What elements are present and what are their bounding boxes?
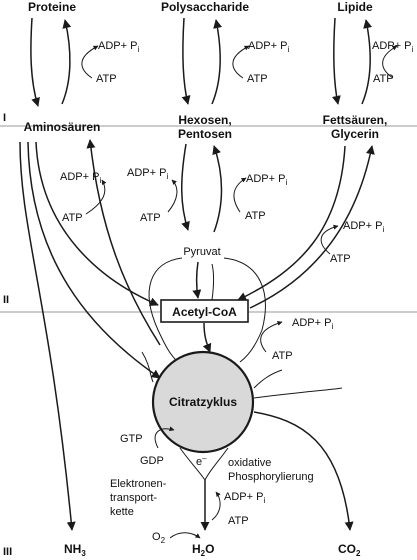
- amino-acids-to-citric-cycle-arrow: [27, 141, 161, 379]
- atp-label-amino-acids: ATP: [62, 212, 83, 224]
- cycle-to-co2-arrow: [253, 411, 354, 531]
- electron-right-curve: [204, 447, 229, 481]
- atp-label-acetyl-coa: ATP: [272, 350, 293, 362]
- hexoses-to-pyruvate-arrow: [181, 143, 190, 231]
- atp-label-proteins: ATP: [96, 73, 117, 85]
- pyruvate-to-cycle-right-arc: [223, 257, 266, 363]
- atp-loop-hexoses-down: [167, 179, 178, 213]
- amino-acids-label: Aminosäuren: [24, 120, 101, 134]
- pyruvate-to-cycle-left-arc: [148, 257, 183, 363]
- acetyl-coa-to-pyruvate-arrow: [211, 263, 214, 301]
- fatty-acids-label-line2: Glycerin: [331, 127, 379, 141]
- co2-label: CO2: [338, 542, 361, 558]
- oxphos-label-line1: oxidative: [228, 457, 271, 469]
- amino-acids-to-proteins-arrow: [61, 19, 72, 105]
- adp-pi-label-proteins: ADP+ Pi: [98, 40, 139, 54]
- atp-label-fatty-acids: ATP: [330, 253, 351, 265]
- proteins-to-amino-acids-arrow: [30, 17, 40, 107]
- fatty-acids-label-line1: Fettsäuren,: [323, 113, 388, 127]
- stage-label-1: I: [3, 112, 6, 124]
- adp-pi-label-oxphos: ADP+ Pi: [224, 491, 265, 505]
- adp-pi-label-hexoses-down: ADP+ Pi: [127, 167, 168, 181]
- proteins-label: Proteine: [28, 0, 76, 14]
- fatty-acids-to-acetyl-coa-arrow: [237, 145, 346, 301]
- atp-loop-polysaccharides: [232, 45, 250, 79]
- amino-acid-synthesis-arrow: [86, 139, 161, 346]
- nh3-label: NH3: [64, 542, 86, 558]
- gdp-label: GDP: [140, 455, 164, 467]
- stage-label-2: II: [3, 294, 9, 306]
- water-label: H2O: [192, 542, 214, 558]
- etc-label-line1: Elektronen-: [110, 478, 167, 490]
- acetyl-coa-to-cycle-arrow: [202, 322, 212, 353]
- etc-label-line2: transport-: [110, 492, 157, 504]
- pyruvate-to-acetyl-coa-arrow: [192, 261, 202, 299]
- fatty-acids-to-lipids-arrow: [361, 19, 372, 105]
- citric-cycle-circle: [151, 350, 255, 454]
- atp-label-hexoses-up: ATP: [245, 210, 266, 222]
- stage-label-3: III: [3, 546, 12, 558]
- adp-pi-label-acetyl-coa: ADP+ Pi: [292, 317, 333, 331]
- hexoses-label-line1: Hexosen,: [178, 113, 231, 127]
- polysaccharides-label: Polysaccharide: [161, 0, 249, 14]
- pyruvate-label: Pyruvat: [183, 246, 220, 258]
- amino-acids-to-acetyl-coa-arrow: [35, 141, 159, 306]
- atp-loop-lipids: [382, 45, 398, 79]
- oxphos-label-line2: Phosphorylierung: [228, 471, 314, 483]
- atp-label-oxphos: ATP: [228, 515, 249, 527]
- lipids-to-fatty-acids-arrow: [331, 17, 341, 105]
- adp-pi-label-lipids: ADP+ Pi: [372, 40, 413, 54]
- etc-label-line3: kette: [110, 506, 134, 518]
- amino-acids-to-nh3-arrow: [19, 141, 76, 531]
- polysaccharides-to-hexoses-arrow: [181, 17, 191, 105]
- atp-label-polysaccharides: ATP: [247, 73, 268, 85]
- gtp-gdp-loop: [154, 426, 175, 449]
- adp-pi-label-polysaccharides: ADP+ Pi: [248, 40, 289, 54]
- atp-loop-hexoses-up: [233, 177, 247, 213]
- cycle-right-connector: [253, 369, 283, 389]
- co2-branch: [253, 387, 343, 399]
- hexoses-label-line2: Pentosen: [178, 127, 232, 141]
- adp-pi-label-amino-acids: ADP+ Pi: [60, 171, 101, 185]
- hexoses-to-polysaccharides-arrow: [211, 19, 222, 105]
- atp-label-lipids: ATP: [373, 73, 394, 85]
- acetyl-coa-to-fatty-acids-arrow: [249, 145, 375, 309]
- adp-pi-label-hexoses-up: ADP+ Pi: [246, 173, 287, 187]
- o2-to-water-arrow: [169, 532, 201, 539]
- acetyl-coa-label: Acetyl-CoA: [172, 305, 237, 319]
- atp-loop-oxphos: [211, 491, 221, 521]
- lipids-label: Lipide: [337, 0, 373, 14]
- electron-label: e–: [196, 454, 207, 468]
- gtp-label: GTP: [120, 433, 143, 445]
- atp-loop-fatty-acids: [320, 224, 339, 255]
- atp-loop-amino-acids: [85, 179, 107, 215]
- acetyl-coa-box: [160, 299, 249, 323]
- pyruvate-to-hexoses-arrow: [212, 145, 223, 233]
- atp-loop-proteins: [81, 45, 99, 79]
- o2-label: O2: [152, 531, 166, 545]
- electron-left-curve: [179, 447, 206, 481]
- cycle-left-connector: [141, 351, 154, 383]
- atp-loop-acetyl-coa: [260, 320, 283, 353]
- adp-pi-label-fatty-acids: ADP+ Pi: [343, 220, 384, 234]
- citric-cycle-label: Citratzyklus: [169, 395, 237, 409]
- atp-label-hexoses-down: ATP: [140, 212, 161, 224]
